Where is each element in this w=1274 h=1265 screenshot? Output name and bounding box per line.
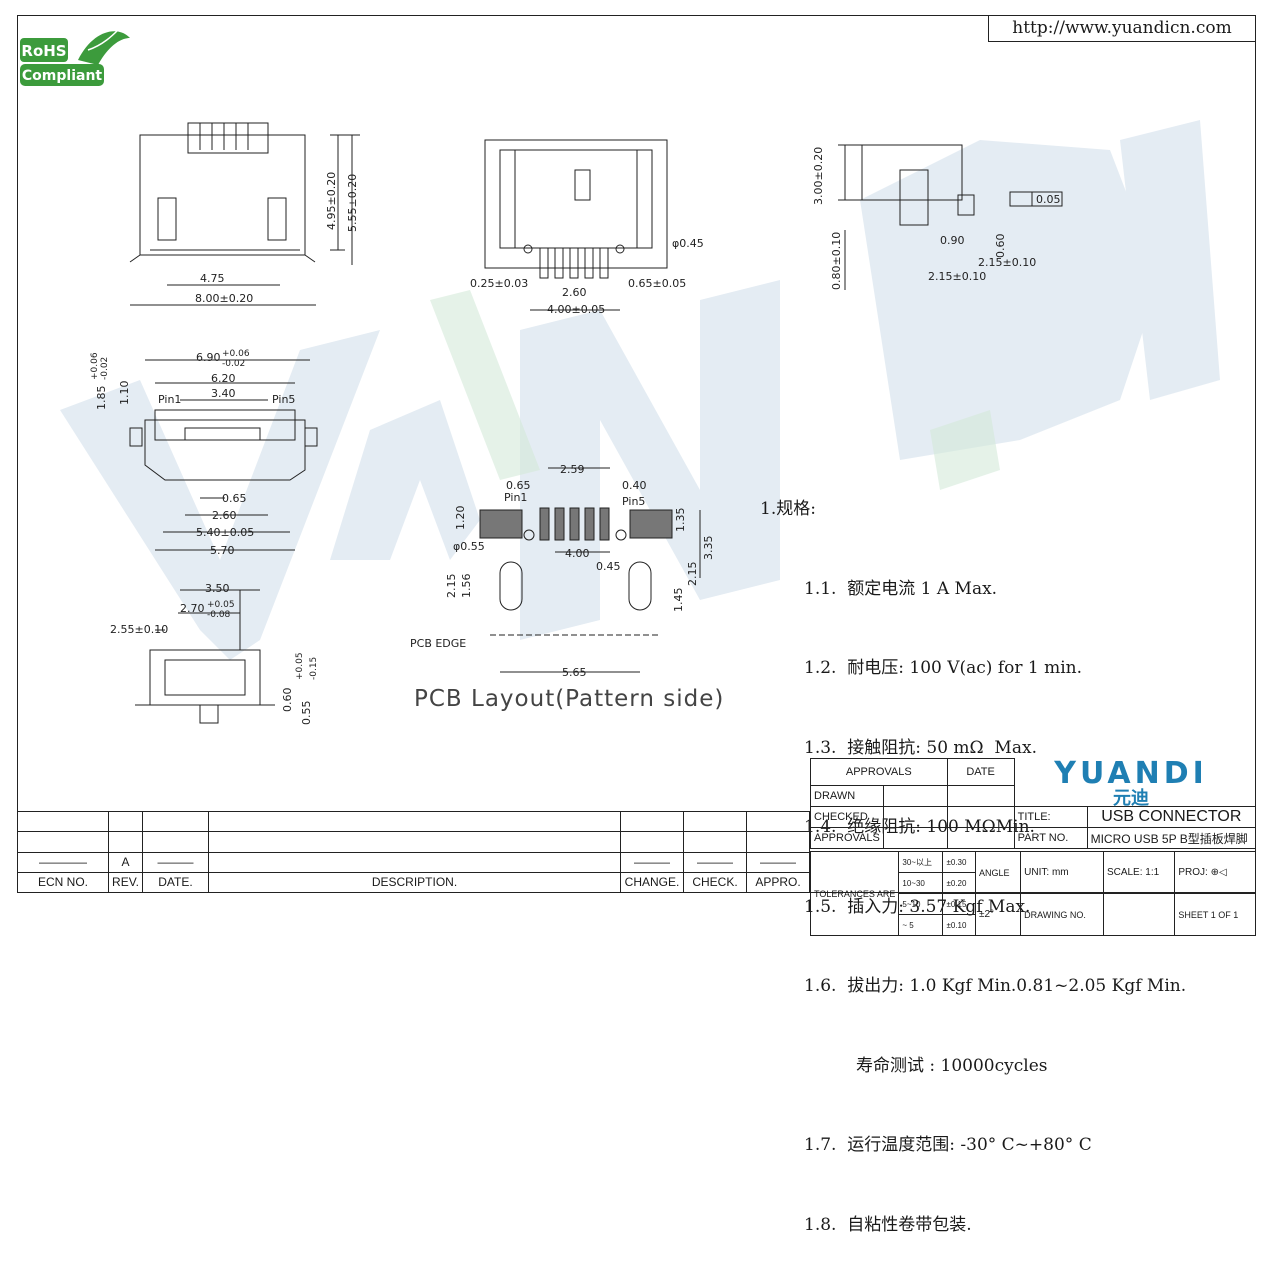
revision-block: ————A———————————— ECN NO. REV. DATE. DES… xyxy=(17,810,810,894)
yuandi-logo: YUANDI 元迪 xyxy=(1054,756,1208,809)
compliant-text: Compliant xyxy=(22,68,103,84)
spec-item: 1.8. 自粘性卷带包装. xyxy=(804,1214,972,1235)
title-block: APPROVALS DATE DRAWN CHECKED TITLE: USB … xyxy=(810,758,1257,849)
part-number: MICRO USB 5P B型插板焊脚 xyxy=(1086,827,1257,849)
revision-value: A xyxy=(108,851,143,873)
spec-item: 1.1. 额定电流 1 A Max. xyxy=(804,578,998,599)
pcb-layout-title: PCB Layout(Pattern side) xyxy=(414,686,725,712)
spec-item: 1.6. 拔出力: 1.0 Kgf Min.0.81~2.05 Kgf Min. xyxy=(804,976,1187,996)
spec-item: 寿命测试 : 10000cycles xyxy=(856,1055,1048,1076)
tolerance-block: TOLERANCES ARE 30~以上 ±0.30 ANGLE UNIT: m… xyxy=(809,851,1256,936)
spec-item: 1.3. 接触阻抗: 50 mΩ Max. xyxy=(804,737,1037,758)
spec-heading: 1.规格: xyxy=(760,499,816,519)
title-value: USB CONNECTOR xyxy=(1086,806,1257,828)
spec-item: 1.2. 耐电压: 100 V(ac) for 1 min. xyxy=(804,658,1083,678)
rohs-compliant-logo: RoHS Compliant xyxy=(20,29,130,86)
website-url[interactable]: http://www.yuandicn.com xyxy=(988,15,1256,42)
projection-symbol-icon: ⊕◁ xyxy=(1210,867,1227,878)
rohs-text: RoHS xyxy=(21,42,66,60)
spec-item: 1.7. 运行温度范围: -30° C~+80° C xyxy=(804,1135,1092,1155)
projection: PROJ: ⊕◁ xyxy=(1174,851,1256,894)
drawing-frame xyxy=(17,15,1256,893)
